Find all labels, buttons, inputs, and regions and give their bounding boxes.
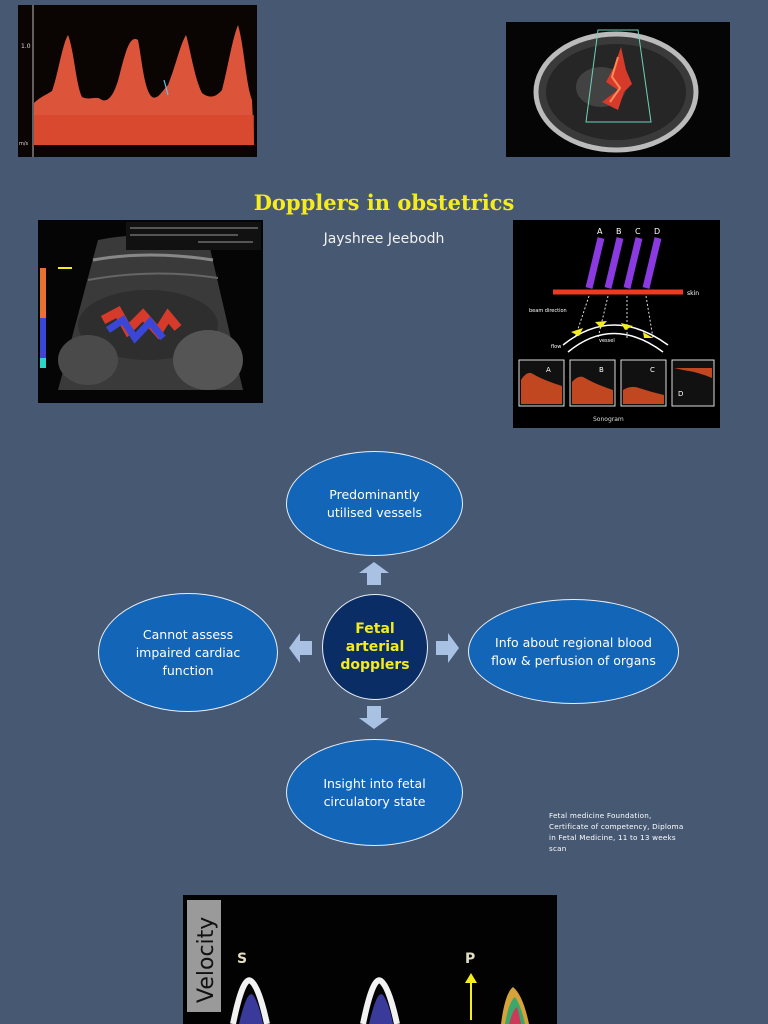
- node-fetal-arterial-dopplers-text: Fetal arterial dopplers: [340, 621, 410, 673]
- angle-letter-b: B: [616, 227, 622, 236]
- wave-s-label: S: [237, 951, 247, 967]
- cord-doppler-image: [38, 220, 263, 403]
- angle-letter-d: D: [654, 227, 660, 236]
- sonogram-letter-b: B: [599, 366, 604, 374]
- node-regional-blood-flow: Info about regional blood flow & perfusi…: [468, 599, 679, 704]
- flow-label: flow: [551, 344, 561, 350]
- node-circulatory-state: Insight into fetal circulatory state: [286, 739, 463, 846]
- node-utilised-vessels: Predominantly utilised vessels: [286, 451, 463, 556]
- source-note: Fetal medicine Foundation, Certificate o…: [549, 811, 684, 853]
- arrow-left-icon: [289, 633, 312, 663]
- axis-top-label: 1.0: [21, 43, 31, 50]
- beam-direction-label: beam direction: [529, 308, 567, 314]
- skin-label: skin: [687, 290, 699, 297]
- sonogram-letter-c: C: [650, 366, 655, 374]
- wave-p-label: P: [465, 951, 475, 967]
- arrow-right-icon: [436, 633, 459, 663]
- node-regional-blood-flow-text: Info about regional blood flow & perfusi…: [491, 634, 656, 668]
- node-cardiac-function: Cannot assess impaired cardiac function: [98, 593, 278, 712]
- fetal-head-doppler-image: [506, 22, 730, 157]
- angle-dependence-diagram-image: A B C D skin beam direction vessel flow …: [513, 220, 720, 428]
- velocity-label: Velocity: [194, 917, 219, 1003]
- arrow-up-icon: [359, 562, 389, 585]
- sonogram-label: Sonogram: [593, 416, 624, 423]
- vessel-label: vessel: [599, 338, 615, 344]
- node-utilised-vessels-text: Predominantly utilised vessels: [326, 486, 423, 520]
- velocity-waveform-image: Velocity S P: [183, 895, 557, 1024]
- node-cardiac-function-text: Cannot assess impaired cardiac function: [135, 626, 241, 678]
- node-fetal-arterial-dopplers: Fetal arterial dopplers: [322, 594, 428, 700]
- angle-letter-a: A: [597, 227, 603, 236]
- angle-letter-c: C: [635, 227, 641, 236]
- author-name: Jayshree Jeebodh: [323, 231, 445, 247]
- axis-unit-label: m/s: [19, 141, 29, 147]
- doppler-waveform-image: 1.0 m/s: [18, 5, 257, 157]
- sonogram-letter-a: A: [546, 366, 551, 374]
- page-title: Dopplers in obstetrics: [253, 190, 515, 215]
- node-circulatory-state-text: Insight into fetal circulatory state: [323, 775, 426, 809]
- sonogram-letter-d: D: [678, 390, 683, 398]
- arrow-down-icon: [359, 706, 389, 729]
